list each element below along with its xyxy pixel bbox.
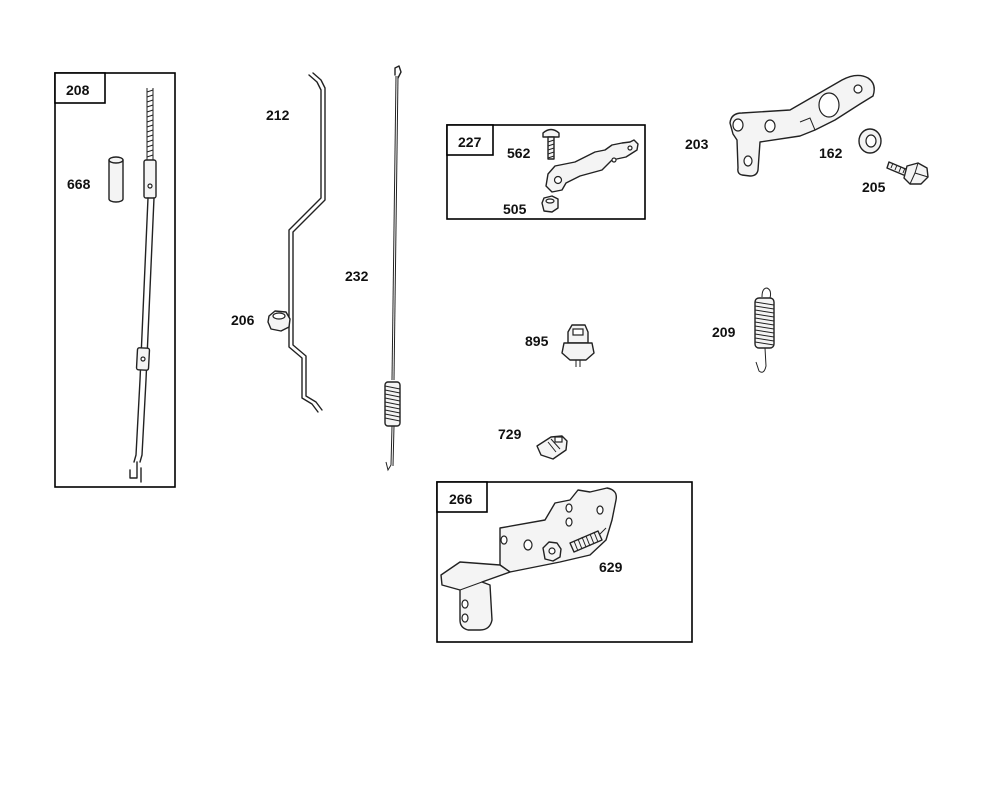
switch-895 (561, 324, 595, 367)
group-266-tag (436, 481, 488, 513)
lever-bracket-227 (545, 139, 639, 193)
screw-562 (542, 128, 560, 160)
label-232: 232 (345, 268, 369, 284)
spring-209 (754, 287, 775, 373)
group-208: 208 668 (54, 72, 176, 488)
control-bracket-266 (440, 487, 617, 631)
spring-629 (569, 527, 607, 553)
nut-505 (541, 195, 559, 213)
label-208: 208 (66, 82, 90, 98)
bracket-203 (729, 74, 875, 177)
label-203: 203 (685, 136, 709, 152)
label-505: 505 (503, 201, 527, 217)
label-205: 205 (862, 179, 886, 195)
label-162: 162 (819, 145, 843, 161)
link-rod-212 (288, 72, 326, 413)
label-668: 668 (67, 176, 91, 192)
bolt-205 (886, 161, 929, 185)
group-208-frame (54, 72, 176, 488)
group-208-tag (54, 72, 106, 104)
label-895: 895 (525, 333, 549, 349)
governor-rod-208 (129, 88, 157, 483)
clip-729 (536, 435, 568, 460)
label-212: 212 (266, 107, 290, 123)
sleeve-668 (108, 156, 124, 203)
label-227: 227 (458, 134, 482, 150)
group-227-tag (446, 124, 494, 156)
group-266: 266 629 (436, 481, 693, 643)
label-562: 562 (507, 145, 531, 161)
group-227: 227 562 505 (446, 124, 646, 220)
group-266-frame (436, 481, 693, 643)
label-206: 206 (231, 312, 255, 328)
label-729: 729 (498, 426, 522, 442)
group-227-frame (446, 124, 646, 220)
washer-162 (858, 128, 882, 154)
label-209: 209 (712, 324, 736, 340)
label-629: 629 (599, 559, 623, 575)
spring-wire-232 (384, 65, 402, 472)
nut-206 (267, 310, 291, 332)
label-266: 266 (449, 491, 473, 507)
